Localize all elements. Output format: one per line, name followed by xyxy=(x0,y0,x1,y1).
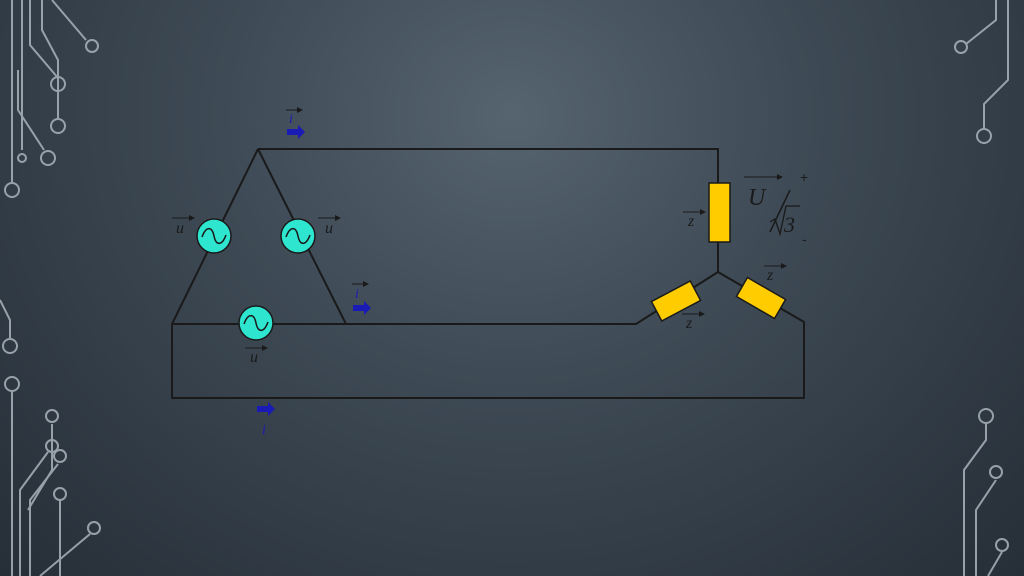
sqrt-symbol-icon xyxy=(769,205,800,237)
impedance-resistor-icon xyxy=(708,182,731,243)
polarity-plus: + xyxy=(800,169,808,185)
line-current-label: i xyxy=(289,112,293,127)
ac-source-icon xyxy=(280,218,316,254)
current-arrow-icon xyxy=(287,125,305,139)
phase-voltage-numerator: U xyxy=(748,185,767,211)
vector-overbars xyxy=(172,107,787,351)
load-impedance-label: z xyxy=(685,315,693,332)
impedance-resistor-icon xyxy=(650,279,702,323)
impedance-resistor-icon xyxy=(735,276,787,320)
line-wire-top xyxy=(258,148,719,272)
phase-voltage-label: U 3 + - xyxy=(748,169,808,247)
ac-source-icon xyxy=(238,305,274,341)
line-current-label: i xyxy=(262,423,266,438)
source-voltage-label: u xyxy=(176,220,184,237)
circuit-trace-decoration-right xyxy=(954,0,1009,576)
source-voltage-label: u xyxy=(250,349,258,366)
load-impedance-label: z xyxy=(687,213,695,230)
ac-source-icon xyxy=(196,218,232,254)
line-current-label: i xyxy=(355,287,359,302)
current-arrow-icon xyxy=(353,301,371,315)
fraction-slash xyxy=(769,189,791,233)
current-arrow-icon xyxy=(257,402,275,416)
phase-voltage-denominator: 3 xyxy=(783,212,795,237)
source-voltage-label: u xyxy=(325,220,333,237)
circuit-trace-decoration-left xyxy=(0,0,101,576)
load-impedance-label: z xyxy=(766,267,774,284)
polarity-minus: - xyxy=(802,231,807,247)
